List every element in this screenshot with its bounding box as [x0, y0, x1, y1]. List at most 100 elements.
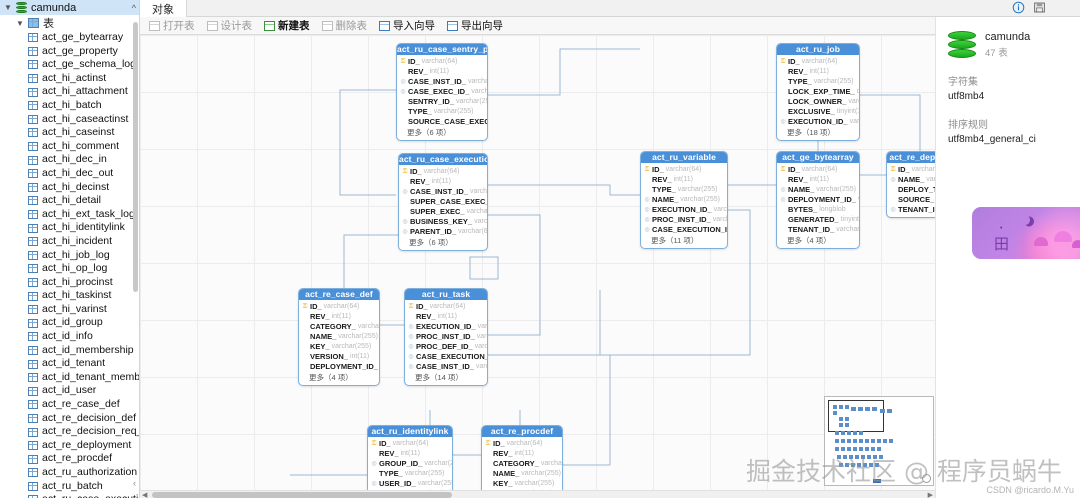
sidebar-table-item[interactable]: act_ru_case_execution [0, 493, 139, 498]
er-entity-act_ru_task[interactable]: act_ru_task⚿ID_varchar(64)REV_int(11)◎EX… [404, 288, 488, 386]
promo-banner-image[interactable]: • 田 [972, 207, 1080, 259]
sidebar-table-item[interactable]: act_id_user [0, 384, 139, 398]
sidebar-table-item[interactable]: act_hi_comment [0, 140, 139, 154]
er-entity-act_ru_job[interactable]: act_ru_job⚿ID_varchar(64)REV_int(11)TYPE… [776, 43, 860, 141]
entity-column-row: TENANT_ID_varchar(64) [780, 225, 856, 235]
sidebar-table-item[interactable]: act_hi_incident [0, 235, 139, 249]
tree-node-database[interactable]: ▼ camunda [0, 0, 139, 15]
mushroom-shape [1072, 240, 1080, 248]
entity-more-columns[interactable]: 更多（4 项） [302, 372, 376, 383]
toolbar-button-delete-table[interactable]: 删除表 [317, 18, 373, 34]
er-entity-act_ru_case_sentry_part[interactable]: act_ru_case_sentry_part⚿ID_varchar(64)RE… [396, 43, 488, 141]
sidebar-table-item[interactable]: act_hi_op_log [0, 262, 139, 276]
sidebar-table-item[interactable]: act_hi_job_log [0, 249, 139, 263]
table-icon [28, 88, 38, 97]
tab-bar[interactable]: 对象 [140, 0, 1080, 17]
sidebar-table-item[interactable]: act_hi_dec_out [0, 167, 139, 181]
sidebar-table-item[interactable]: act_id_group [0, 316, 139, 330]
column-name: ID_ [652, 165, 664, 175]
chevron-down-icon[interactable]: ▼ [4, 3, 12, 12]
sidebar-table-item[interactable]: act_hi_detail [0, 194, 139, 208]
toolbar-button-open-table[interactable]: 打开表 [144, 18, 200, 34]
sidebar-table-item[interactable]: act_id_tenant [0, 357, 139, 371]
tables-folder-icon [28, 18, 39, 28]
info-collation: 排序规则 utf8mb4_general_ci [948, 116, 1068, 145]
toolbar-button-export-wizard[interactable]: 导出向导 [442, 18, 508, 34]
sidebar-table-item[interactable]: act_hi_identitylink [0, 221, 139, 235]
sidebar-table-item[interactable]: act_hi_ext_task_log [0, 208, 139, 222]
sidebar-table-item[interactable]: act_hi_caseactinst [0, 113, 139, 127]
er-entity-act_ru_identitylink[interactable]: act_ru_identitylink⚿ID_varchar(64)REV_in… [367, 425, 453, 498]
sidebar-table-item[interactable]: act_ge_property [0, 45, 139, 59]
sidebar-table-item[interactable]: act_re_decision_req_def [0, 425, 139, 439]
tree-node-tables[interactable]: ▼ 表 [0, 15, 139, 31]
column-type: varchar(255) [424, 459, 453, 469]
expand-caret-icon[interactable]: ‹ [133, 478, 136, 488]
scrollbar-thumb[interactable] [152, 492, 452, 498]
collapse-caret-icon[interactable]: ^ [132, 3, 136, 13]
er-entity-act_re_procdef[interactable]: act_re_procdef⚿ID_varchar(64)REV_int(11)… [481, 425, 563, 498]
sidebar-table-item[interactable]: act_hi_dec_in [0, 153, 139, 167]
table-icon [28, 33, 38, 42]
minimap-resize-handle[interactable] [922, 474, 931, 483]
minimap-entity-block [858, 407, 863, 411]
column-name: EXECUTION_ID_ [416, 322, 476, 332]
info-icon[interactable] [1012, 1, 1025, 14]
toolbar-button-design-table[interactable]: 设计表 [202, 18, 258, 34]
sidebar-table-item[interactable]: act_re_procdef [0, 452, 139, 466]
column-name: DEPLOY_TIME_ [898, 185, 935, 195]
column-type: varchar(255) [521, 469, 561, 479]
sidebar-table-item[interactable]: act_hi_actinst [0, 72, 139, 86]
entity-more-columns[interactable]: 更多（6 项） [400, 127, 484, 138]
diagram-minimap[interactable] [824, 396, 934, 486]
save-icon[interactable] [1033, 1, 1046, 14]
sidebar-table-item[interactable]: act_re_decision_def [0, 412, 139, 426]
sidebar-table-item[interactable]: act_re_case_def [0, 398, 139, 412]
sidebar-table-item[interactable]: act_id_tenant_member [0, 371, 139, 385]
entity-more-columns[interactable]: 更多（14 项） [408, 372, 484, 383]
minimap-zoom-indicator[interactable] [873, 479, 881, 483]
er-entity-act_ge_bytearray[interactable]: act_ge_bytearray⚿ID_varchar(64)REV_int(1… [776, 151, 860, 249]
entity-column-row: CATEGORY_varchar(255) [485, 459, 559, 469]
sidebar-table-item[interactable]: act_hi_batch [0, 99, 139, 113]
primary-key-icon: ⚿ [644, 165, 650, 175]
sidebar-table-item[interactable]: act_re_deployment [0, 439, 139, 453]
toolbar-button-import-wizard[interactable]: 导入向导 [374, 18, 440, 34]
sidebar-table-item[interactable]: act_hi_attachment [0, 85, 139, 99]
sidebar-table-item[interactable]: act_hi_taskinst [0, 289, 139, 303]
tab-bar-icons[interactable] [1012, 1, 1046, 14]
toolbar-button-new-table[interactable]: 新建表 [259, 18, 315, 34]
sidebar-table-item[interactable]: act_hi_procinst [0, 276, 139, 290]
entity-column-row: ◎PROC_DEF_ID_varchar(64) [408, 342, 484, 352]
sidebar-table-item[interactable]: act_id_info [0, 330, 139, 344]
sidebar-table-item[interactable]: act_ge_schema_log [0, 58, 139, 72]
sidebar-table-item[interactable]: act_ge_bytearray [0, 31, 139, 45]
tab-objects[interactable]: 对象 [140, 0, 187, 17]
column-name: SOURCE_CASE_EXEC_ID_ [408, 117, 488, 127]
entity-more-columns[interactable]: 更多（18 项） [780, 127, 856, 138]
foreign-key-icon: ◎ [890, 205, 896, 215]
sidebar-table-item[interactable]: act_id_membership [0, 344, 139, 358]
canvas-horizontal-scrollbar[interactable]: ◀ ▶ [140, 490, 935, 498]
er-entity-act_re_case_def[interactable]: act_re_case_def⚿ID_varchar(64)REV_int(11… [298, 288, 380, 386]
sidebar-table-item[interactable]: act_ru_batch [0, 480, 139, 494]
entity-column-row: REV_int(11) [371, 449, 449, 459]
column-name: KEY_ [493, 479, 513, 489]
minimap-entity-block [839, 417, 843, 421]
er-entity-act_ru_case_execution[interactable]: act_ru_case_execution⚿ID_varchar(64)REV_… [398, 153, 488, 251]
er-entity-act_ru_variable[interactable]: act_ru_variable⚿ID_varchar(64)REV_int(11… [640, 151, 728, 249]
er-diagram-canvas[interactable]: act_ru_case_sentry_part⚿ID_varchar(64)RE… [140, 35, 935, 498]
column-type: varchar(64) [477, 332, 488, 342]
sidebar-table-item[interactable]: act_hi_varinst [0, 303, 139, 317]
entity-more-columns[interactable]: 更多（11 项） [644, 235, 724, 246]
sidebar-scrollbar[interactable] [133, 22, 138, 292]
sidebar-table-item[interactable]: act_hi_caseinst [0, 126, 139, 140]
er-entity-act_re_deployment[interactable]: act_re_deployment⚿ID_varchar(64)◎NAME_va… [886, 151, 935, 218]
entity-more-columns[interactable]: 更多（6 项） [402, 237, 484, 248]
sidebar-table-item[interactable]: act_hi_decinst [0, 181, 139, 195]
sidebar-table-item[interactable]: act_ru_authorization [0, 466, 139, 480]
entity-more-columns[interactable]: 更多（4 项） [780, 235, 856, 246]
chevron-down-icon[interactable]: ▼ [16, 19, 24, 28]
